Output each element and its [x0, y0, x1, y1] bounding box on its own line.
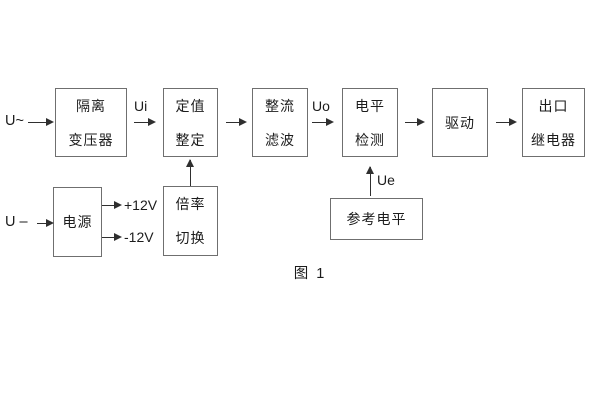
block-rectifier-filter-line1: 整流: [265, 97, 295, 114]
block-output-relay-line2: 继电器: [531, 131, 576, 148]
arrow-level-detection-to-drive: [405, 118, 425, 127]
block-power-supply: 电源: [53, 187, 102, 257]
block-output-relay-line1: 出口: [538, 97, 569, 114]
arrow-uo-rectifier-to-level-detection: [312, 118, 334, 127]
block-power-supply-label: 电源: [62, 214, 93, 230]
block-drive: 驱动: [432, 88, 488, 157]
arrow-ac-input-to-isolation-transformer: [28, 118, 54, 127]
block-level-detection: 电平 检测: [342, 88, 398, 157]
block-multiplier-switch-line2: 切换: [175, 230, 206, 246]
block-rectifier-filter: 整流 滤波: [252, 88, 308, 157]
block-value-setting-line2: 整定: [175, 131, 206, 148]
signal-uo-label: Uo: [312, 98, 330, 114]
block-level-detection-line1: 电平: [355, 97, 385, 114]
block-isolation-transformer-line2: 变压器: [68, 131, 114, 148]
arrow-drive-to-output-relay: [496, 118, 517, 127]
block-drive-label: 驱动: [445, 114, 475, 131]
arrow-setting-to-rectifier: [226, 118, 247, 127]
arrow-ue-reference-to-level-detection: [365, 166, 374, 196]
arrow-multiplier-switch-to-value-setting: [185, 159, 194, 186]
signal-ui-label: Ui: [134, 98, 148, 114]
block-multiplier-switch: 倍率 切换: [163, 186, 218, 256]
block-level-detection-line2: 检测: [355, 131, 385, 148]
block-isolation-transformer: 隔离 变压器: [55, 88, 127, 157]
figure-caption: 图 1: [293, 266, 327, 282]
block-output-relay: 出口 继电器: [522, 88, 585, 157]
arrow-ui-transformer-to-setting: [134, 118, 156, 127]
input-ac-label: U~: [5, 113, 24, 129]
arrow-power-to-negative-12v: [102, 233, 122, 242]
rail-negative-12v-label: -12V: [124, 229, 154, 245]
block-reference-level: 参考电平: [330, 198, 423, 240]
block-value-setting: 定值 整定: [163, 88, 218, 157]
signal-ue-label: Ue: [377, 172, 395, 188]
input-dc-label: U –: [5, 214, 28, 230]
block-rectifier-filter-line2: 滤波: [265, 131, 295, 148]
block-isolation-transformer-line1: 隔离: [76, 97, 106, 114]
block-multiplier-switch-line1: 倍率: [175, 196, 206, 212]
block-reference-level-label: 参考电平: [346, 211, 407, 227]
arrow-power-to-positive-12v: [102, 201, 122, 210]
block-value-setting-line1: 定值: [175, 97, 206, 114]
rail-positive-12v-label: +12V: [124, 197, 158, 213]
arrow-dc-input-to-power-supply: [37, 219, 54, 228]
